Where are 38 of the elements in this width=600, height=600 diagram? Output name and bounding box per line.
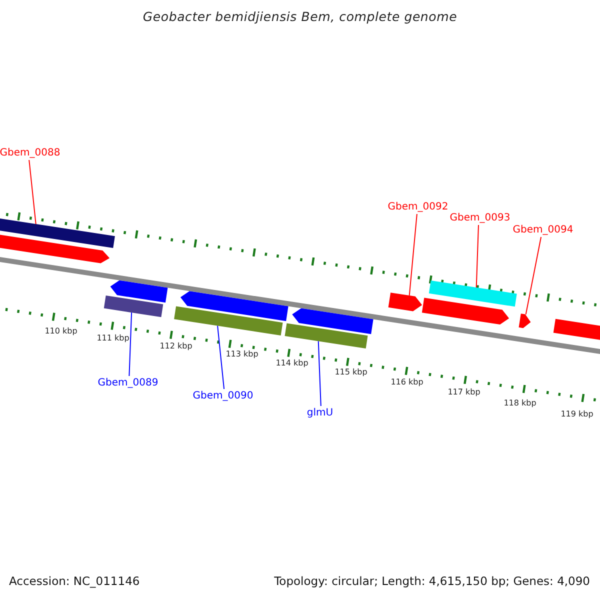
position-label: 117 kbp (448, 388, 480, 396)
accession-label: Accession: NC_011146 (9, 574, 140, 588)
leader-line (128, 312, 132, 376)
gene-block (292, 308, 374, 334)
leader-line (28, 160, 36, 225)
position-label: 115 kbp (334, 368, 368, 376)
title: Geobacter bemidjiensis Bem, complete genome (142, 9, 458, 24)
gene-label: Gbem_0093 (450, 212, 510, 224)
position-label: 119 kbp (560, 410, 594, 418)
gene-label: glmU (306, 408, 334, 418)
gene-label: Gbem_0092 (388, 202, 448, 212)
leader-line (525, 236, 542, 315)
position-label: 113 kbp (226, 350, 258, 358)
leader-line (217, 325, 225, 390)
genome-info: Topology: circular; Length: 4,615,150 bp; Genes: 4,090 (274, 574, 590, 588)
position-label: 114 kbp (276, 358, 308, 368)
gene-block (518, 314, 531, 328)
gene-bar (104, 295, 164, 318)
position-label: 110 kbp (44, 326, 78, 336)
gene-label: Gbem_0094 (512, 224, 574, 236)
gene-label: Gbem_0088 (0, 148, 60, 158)
gene-block (0, 232, 110, 264)
gene-bar (174, 306, 283, 336)
leader-line (476, 224, 479, 288)
position-label: 112 kbp (160, 342, 192, 350)
gene-bar (0, 216, 115, 248)
position-label: 116 kbp (390, 378, 424, 386)
leader-line (318, 340, 322, 406)
gene-label: Gbem_0090 (192, 390, 254, 402)
position-label: 111 kbp (96, 334, 130, 342)
gene-block (110, 280, 168, 303)
gene-block (180, 291, 288, 322)
gene-block (388, 292, 422, 312)
gene-label: Gbem_0089 (98, 378, 158, 388)
leader-line (408, 214, 418, 296)
gene-bar (284, 323, 368, 348)
gene-bar (428, 280, 517, 307)
position-label: 118 kbp (504, 398, 536, 408)
